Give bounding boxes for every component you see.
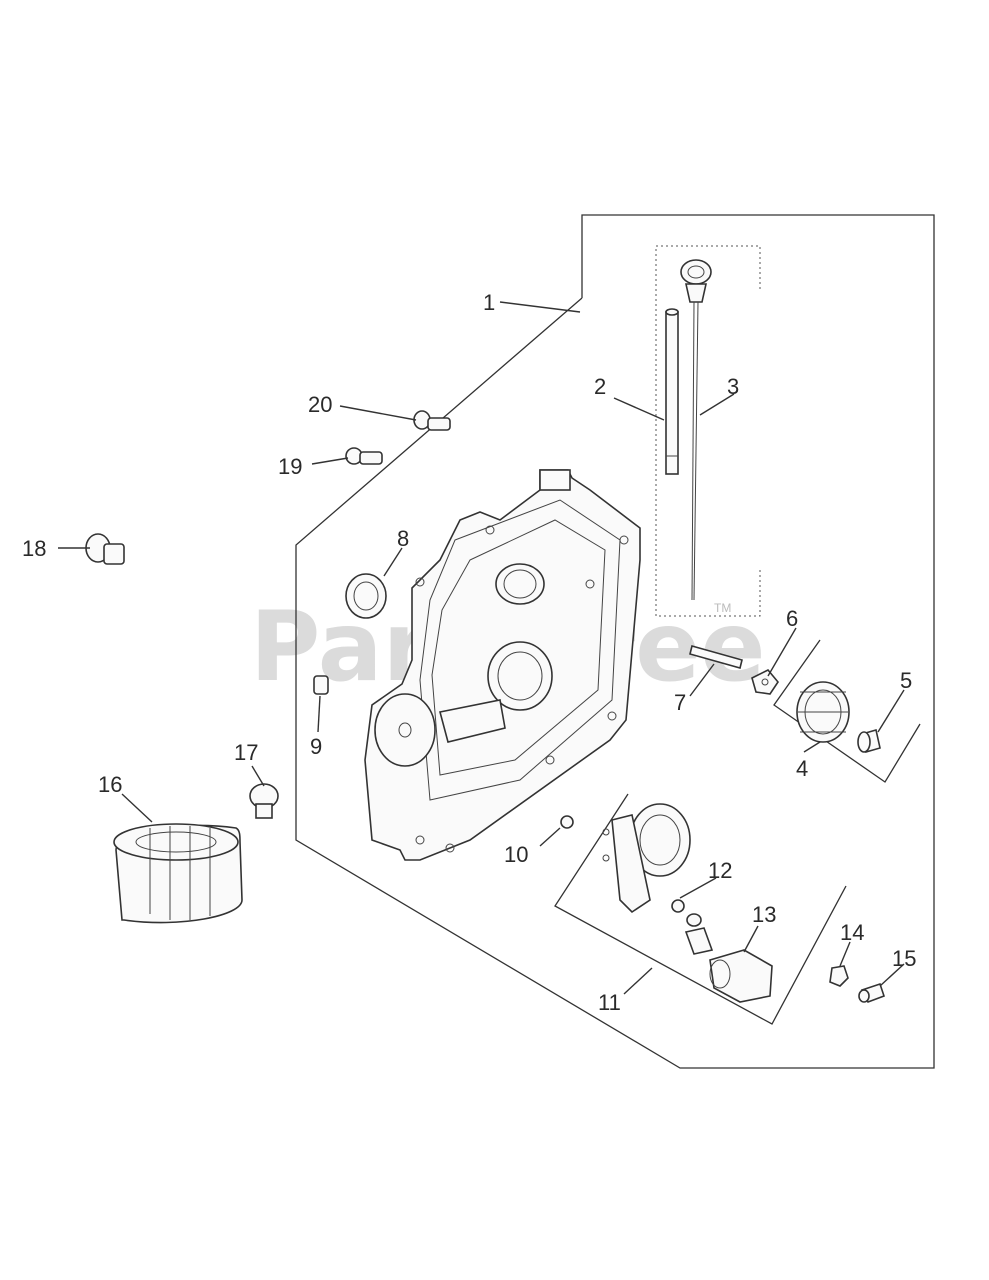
oil-pickup[interactable] — [709, 949, 773, 1003]
callout-7: 7 — [674, 690, 686, 715]
callout-2: 2 — [594, 374, 606, 399]
assembly-outline — [295, 214, 935, 1069]
shaft-pin[interactable] — [689, 645, 743, 669]
callout-18: 18 — [22, 536, 46, 561]
screw[interactable] — [858, 982, 886, 1004]
callout-15: 15 — [892, 946, 916, 971]
oil-pump-group-box — [554, 793, 847, 1025]
relief-valve[interactable] — [684, 913, 714, 955]
nut[interactable] — [829, 965, 849, 987]
callout-4: 4 — [796, 756, 808, 781]
callout-8: 8 — [397, 526, 409, 551]
cover-screw[interactable] — [345, 447, 383, 465]
oil-filter[interactable] — [113, 823, 243, 924]
callout-16: 16 — [98, 772, 122, 797]
oil-seal[interactable] — [345, 573, 387, 619]
closure-plate[interactable] — [364, 469, 641, 861]
governor-shaft[interactable] — [857, 728, 881, 754]
callout-14: 14 — [840, 920, 864, 945]
pump-o-ring[interactable] — [671, 899, 685, 913]
callout-1: 1 — [483, 290, 495, 315]
watermark-trademark: TM — [714, 601, 731, 615]
callout-5: 5 — [900, 668, 912, 693]
callout-20: 20 — [308, 392, 332, 417]
callout-3: 3 — [727, 374, 739, 399]
leader-lines — [58, 301, 905, 995]
callout-11: 11 — [598, 990, 621, 1015]
callout-6: 6 — [786, 606, 798, 631]
dipstick[interactable] — [680, 259, 712, 601]
governor-gear[interactable] — [796, 681, 850, 743]
filter-adapter[interactable] — [249, 783, 279, 819]
washer[interactable] — [751, 669, 779, 695]
oil-pump-assembly[interactable] — [602, 803, 691, 914]
dowel-pin[interactable] — [313, 675, 329, 695]
callout-12: 12 — [708, 858, 732, 883]
gear-group-box — [773, 639, 921, 783]
dipstick-group-box-lower — [655, 246, 761, 617]
dipstick-tube[interactable] — [665, 308, 679, 475]
callout-17: 17 — [234, 740, 258, 765]
drain-plug[interactable] — [85, 533, 125, 565]
callout-13: 13 — [752, 902, 776, 927]
callout-19: 19 — [278, 454, 302, 479]
callout-10: 10 — [504, 842, 528, 867]
cover-bolt[interactable] — [413, 410, 451, 431]
o-ring[interactable] — [560, 815, 574, 829]
callout-9: 9 — [310, 734, 322, 759]
